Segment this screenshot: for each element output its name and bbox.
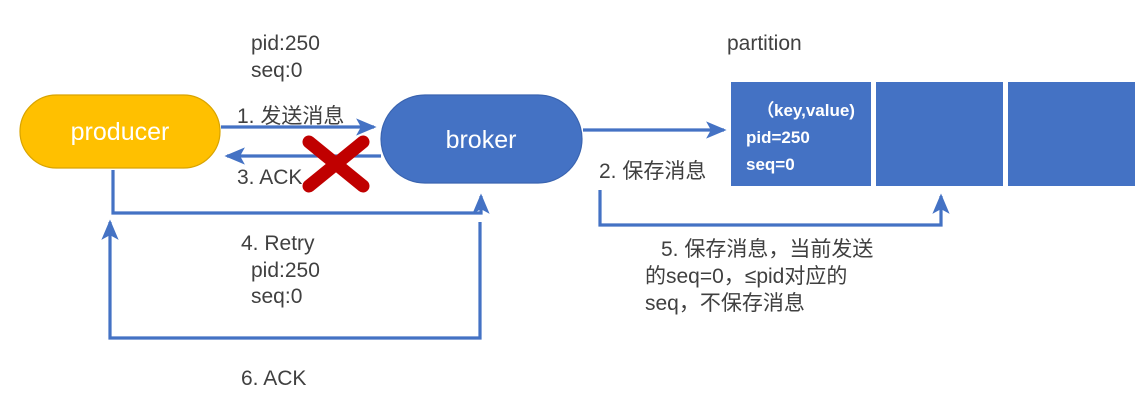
label-step3: 3. ACK [237, 166, 302, 189]
partition-cell-0-line1: （key,value) [757, 100, 855, 120]
label-top-pid: pid:250 [251, 32, 320, 55]
label-step5-line3: seq，不保存消息 [645, 292, 805, 315]
arrow-step4-retry [111, 170, 490, 215]
label-retry-pid: pid:250 [251, 259, 320, 282]
partition-cell-0 [731, 82, 871, 186]
label-step5-line2: 的seq=0，≤pid对应的 [645, 265, 847, 288]
label-retry-seq: seq:0 [251, 285, 302, 308]
partition-cell-0-line2: pid=250 [746, 128, 810, 147]
partition-cell-0-line3: seq=0 [746, 155, 795, 174]
producer-node [19, 94, 221, 169]
partition-cell-1 [876, 82, 1003, 186]
label-step1: 1. 发送消息 [237, 105, 344, 128]
label-top-seq: seq:0 [251, 59, 302, 82]
label-step5-line1: 5. 保存消息，当前发送 [661, 238, 873, 261]
producer-node-label: producer [71, 118, 170, 146]
label-step6: 6. ACK [241, 367, 306, 390]
arrow-step5-store-check [598, 190, 950, 227]
broker-node [380, 94, 583, 184]
partition-cell-2 [1008, 82, 1135, 186]
broker-node-label: broker [446, 126, 517, 154]
arrow-step6-ack [101, 219, 482, 340]
failure-x-icon [302, 135, 370, 193]
label-step4: 4. Retry [241, 232, 315, 255]
label-step2: 2. 保存消息 [599, 160, 706, 183]
label-partition-title: partition [727, 32, 802, 55]
